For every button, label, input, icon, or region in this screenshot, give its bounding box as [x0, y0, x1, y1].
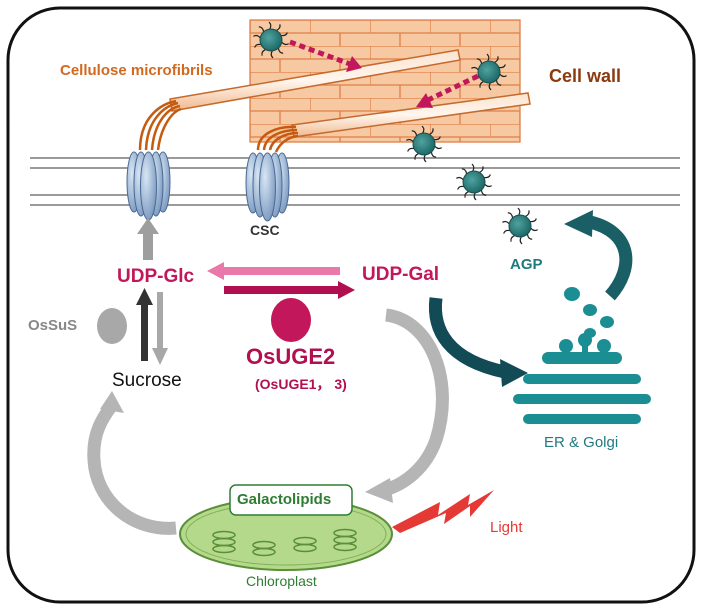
agp-particle	[471, 53, 507, 91]
osuge2-enzyme-icon	[271, 298, 311, 342]
label-osuge2: OsUGE2	[246, 344, 336, 369]
cell-outline	[6, 6, 696, 604]
chloroplast-to-sucrose-arrow	[87, 391, 177, 535]
label-agp: AGP	[510, 256, 543, 273]
label-galactolipids: Galactolipids	[237, 491, 332, 508]
lightning-icon	[392, 490, 494, 533]
agp-incorporation-arrow-2	[416, 73, 480, 108]
csc-complex-2	[245, 152, 290, 222]
label-udp-glc: UDP-Glc	[117, 266, 195, 287]
microfibril-tube-1	[169, 49, 461, 112]
thylakoid-stacks	[212, 528, 357, 557]
golgi-to-membrane-arrow	[564, 210, 633, 301]
agp-incorporation-arrow-1	[289, 39, 362, 72]
microfibril-strands-1	[138, 99, 182, 151]
agp-particles	[253, 21, 538, 245]
epimerase-arrow-reverse	[207, 262, 340, 280]
label-ossus: OsSuS	[28, 317, 78, 334]
label-cellulose-microfibrils: Cellulose microfibrils	[60, 62, 213, 79]
udpgal-to-galactolipids-arrow	[365, 308, 449, 503]
udpgal-to-golgi-arrow	[428, 297, 528, 387]
epimerase-arrow-forward	[224, 281, 355, 299]
label-light: Light	[490, 519, 523, 536]
label-osuge1-3: (OsUGE1， 3)	[255, 376, 347, 392]
ossus-enzyme-icon	[97, 308, 127, 344]
label-chloroplast: Chloroplast	[246, 573, 317, 589]
udpglc-to-sucrose-arrow	[152, 292, 168, 365]
csc-complex-1	[126, 151, 171, 221]
agp-particle	[456, 163, 492, 201]
agp-particle	[406, 125, 442, 163]
udpglc-to-csc-arrow	[137, 218, 159, 260]
agp-particle	[502, 207, 538, 245]
galactolipids-box	[229, 484, 353, 516]
golgi-vesicles	[564, 287, 614, 338]
label-er-golgi: ER & Golgi	[544, 434, 619, 451]
er-golgi-stack	[513, 333, 651, 424]
agp-particle	[253, 21, 289, 59]
label-udp-gal: UDP-Gal	[362, 264, 440, 285]
microfibril-strands-2	[256, 125, 299, 153]
label-csc: CSC	[250, 222, 280, 238]
label-cell-wall: Cell wall	[549, 66, 622, 86]
label-sucrose: Sucrose	[112, 370, 182, 391]
sucrose-to-udpglc-arrow	[136, 288, 153, 361]
